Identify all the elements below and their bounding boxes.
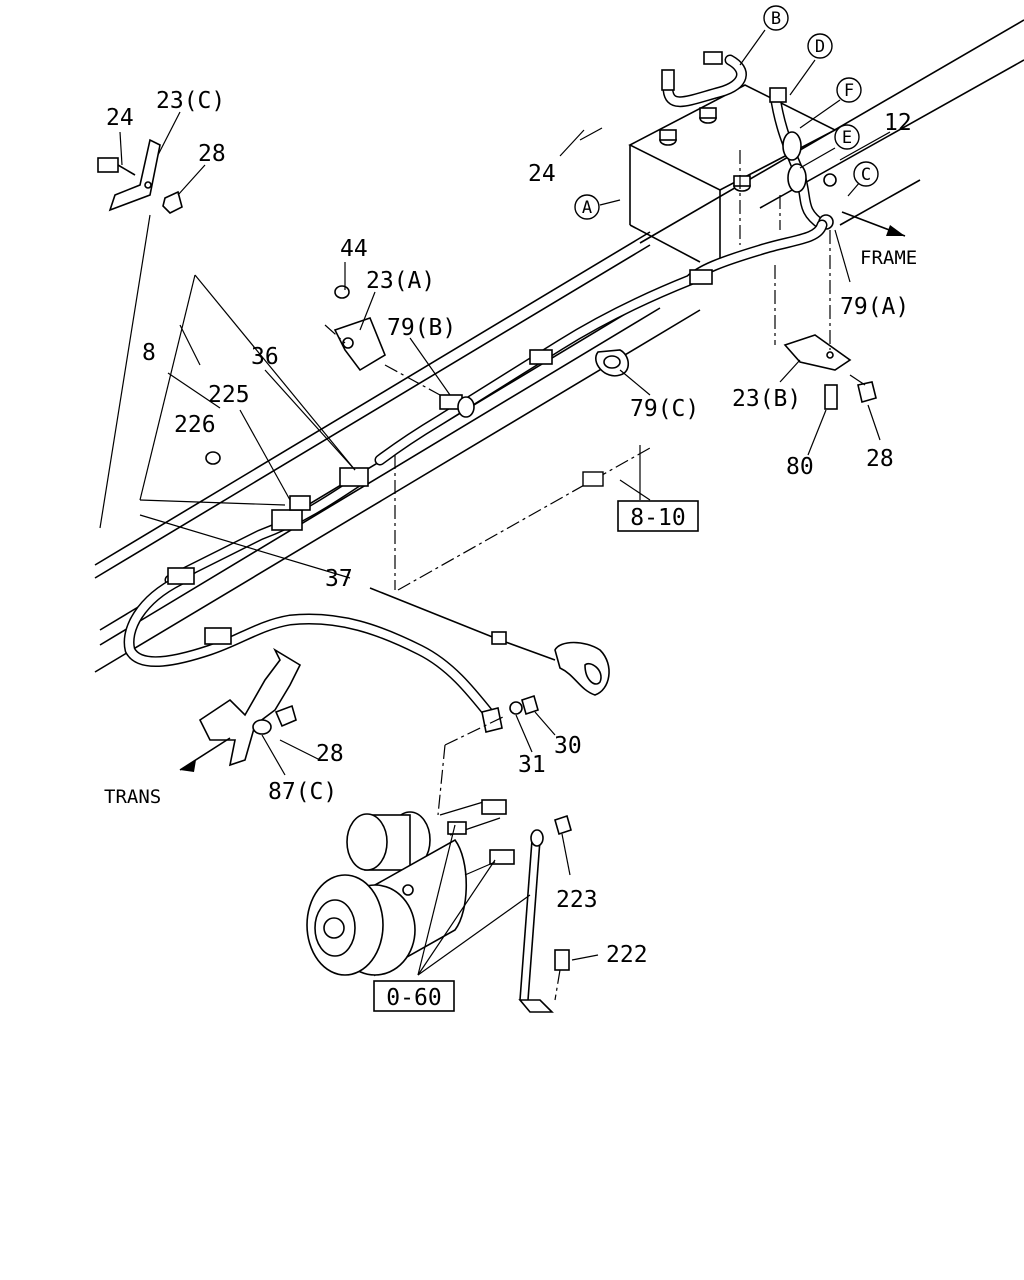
trans-label: TRANS — [104, 786, 161, 808]
cable-8 — [123, 567, 503, 733]
bracket-23b — [774, 230, 877, 410]
connector-8-10 — [582, 471, 604, 487]
callout-b: B — [763, 5, 789, 31]
bracket-23a — [324, 285, 441, 396]
battery-box — [628, 84, 837, 263]
part-label-28-right: 28 — [866, 446, 894, 472]
main-battery-cable — [374, 219, 828, 466]
part-label-31: 31 — [518, 752, 546, 778]
part-label-226: 226 — [174, 412, 216, 438]
starter-motor — [306, 694, 539, 977]
harness-36 — [164, 447, 651, 591]
part-label-24-right: 24 — [528, 161, 556, 187]
bracket-87c — [179, 647, 302, 772]
callout-b-letter: B — [771, 9, 781, 29]
part-label-23a: 23(A) — [366, 268, 435, 294]
battery-terminal-cable — [769, 59, 841, 231]
part-label-36: 36 — [251, 344, 279, 370]
part-label-79a: 79(A) — [840, 294, 909, 320]
cable-37 — [369, 587, 610, 696]
part-label-80: 80 — [786, 454, 814, 480]
part-label-87c: 87(C) — [268, 779, 337, 805]
part-label-8: 8 — [142, 340, 156, 366]
part-label-222: 222 — [606, 942, 648, 968]
ref-8-10-text: 8-10 — [630, 505, 685, 531]
callout-d-letter: D — [815, 37, 825, 57]
ref-0-60-text: 0-60 — [386, 985, 441, 1011]
part-label-37: 37 — [325, 566, 353, 592]
callout-f: F — [836, 77, 862, 103]
part-label-79c: 79(C) — [630, 396, 699, 422]
callout-e: E — [834, 124, 860, 150]
part-label-12: 12 — [884, 110, 912, 136]
bracket-23c — [97, 138, 183, 529]
ref-box-8-10: 8-10 — [617, 500, 699, 532]
ref-box-0-60: 0-60 — [373, 980, 455, 1012]
part-label-223: 223 — [556, 887, 598, 913]
callout-a: A — [574, 194, 600, 220]
callout-d: D — [807, 33, 833, 59]
part-label-28-bottom: 28 — [316, 741, 344, 767]
ground-cable — [518, 814, 572, 1013]
part-label-28-top: 28 — [198, 141, 226, 167]
battery-cable-b — [661, 29, 766, 108]
part-label-23b: 23(B) — [732, 386, 801, 412]
part-label-30: 30 — [554, 733, 582, 759]
part-label-24-left: 24 — [106, 105, 134, 131]
leader-lines — [119, 111, 891, 976]
frame-label: FRAME — [860, 247, 917, 269]
callout-c-letter: C — [861, 165, 871, 185]
part-label-79b: 79(B) — [387, 315, 456, 341]
part-label-44: 44 — [340, 236, 368, 262]
part-label-23c: 23(C) — [156, 88, 225, 114]
callout-e-letter: E — [842, 128, 852, 148]
callout-a-letter: A — [582, 198, 592, 218]
callout-c: C — [853, 161, 879, 187]
frame-arrow — [841, 181, 906, 237]
part-label-225: 225 — [208, 382, 250, 408]
callout-f-letter: F — [844, 81, 854, 101]
clamp-79c — [595, 349, 630, 377]
